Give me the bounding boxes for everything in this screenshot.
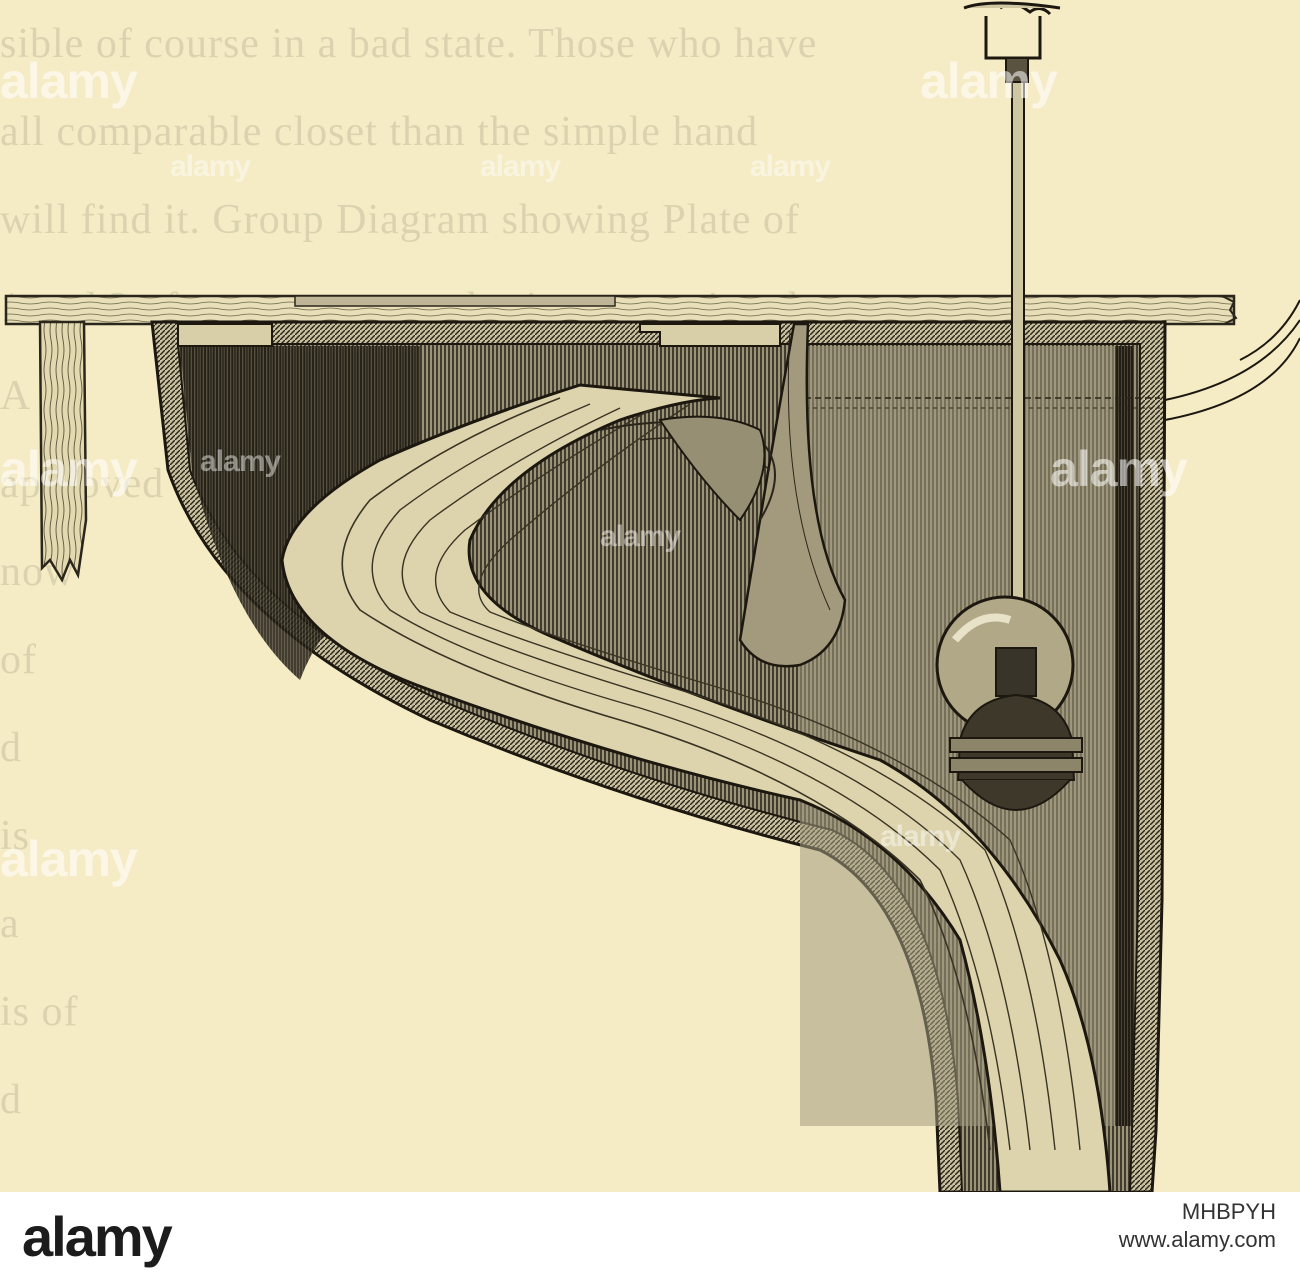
stock-footer: alamy MHBPYH www.alamy.com (0, 1192, 1300, 1282)
image-id: MHBPYH (1181, 1199, 1276, 1224)
water-stream (280, 383, 1112, 1192)
baffle-plate (738, 322, 847, 668)
inlet-pipe (1164, 299, 1300, 421)
image-reference: MHBPYH www.alamy.com (1119, 1198, 1276, 1254)
scanned-page: sible of course in a bad state. Those wh… (0, 0, 1300, 1192)
seat-plank (4, 294, 1238, 326)
valve-assembly (935, 1, 1083, 811)
wall-board (38, 320, 88, 583)
closet-cross-section (4, 1, 1300, 1192)
brand-logo: alamy (22, 1205, 173, 1268)
site-url: www.alamy.com (1118, 1227, 1276, 1252)
rim-ledges (177, 323, 781, 347)
